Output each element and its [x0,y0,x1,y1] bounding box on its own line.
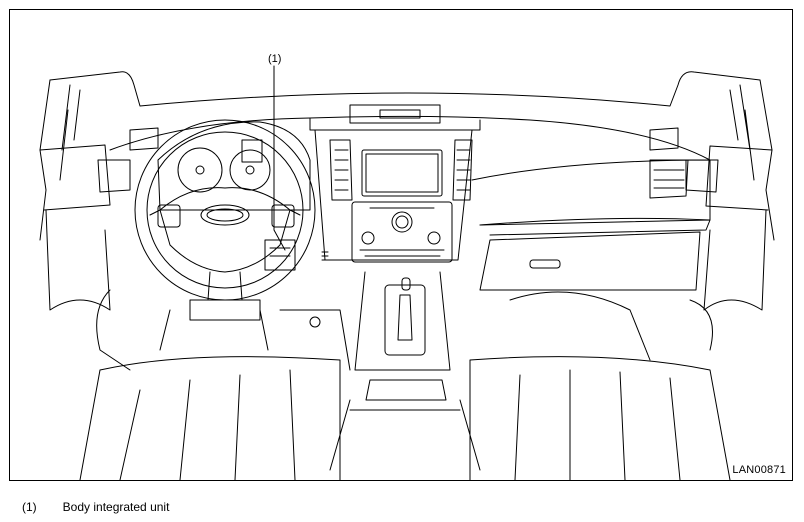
center-stack [314,129,473,261]
right-pillar [759,79,775,241]
left-seat [79,356,341,481]
left-pillar [39,79,51,241]
left-door-panel [39,144,111,211]
legend-item: (1) Body integrated unit [22,500,169,514]
audio-knob [391,211,413,233]
right-door-panel [705,145,773,211]
legend-text: Body integrated unit [62,500,170,514]
dashboard-illustration [39,65,775,481]
right-seat [469,356,731,481]
infotainment-screen [361,149,443,197]
windshield-line [49,71,761,107]
glovebox [479,231,701,291]
legend-marker: (1) [22,500,37,514]
dashboard-top [109,115,711,161]
instrument-cluster [157,121,311,211]
callout-label: (1) [268,53,282,65]
center-console [354,271,451,371]
callout-leader [273,65,286,251]
figure-code: LAN00871 [732,464,786,476]
figure-frame: (1) LAN00871 [9,9,793,481]
